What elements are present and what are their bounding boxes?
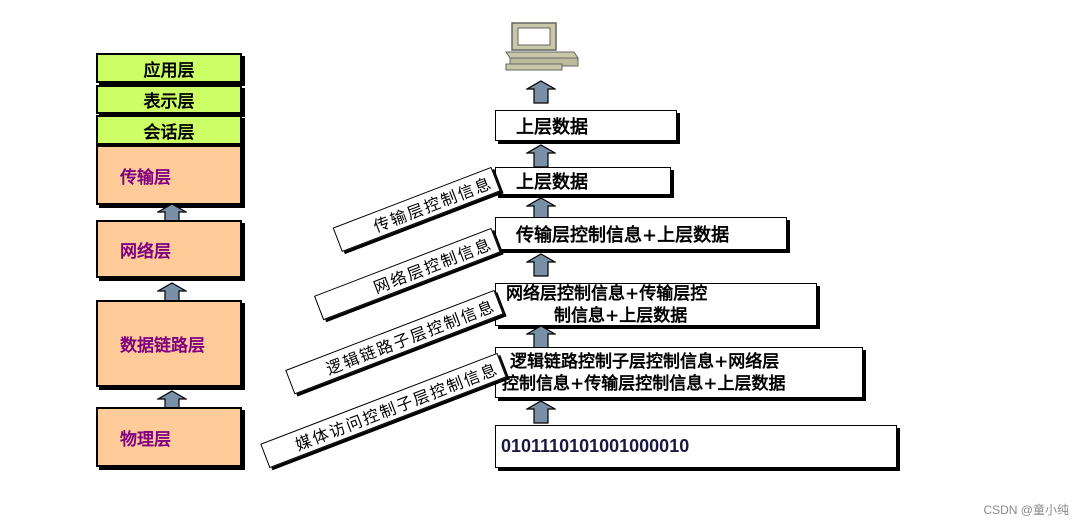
layer-data-link: 数据链路层 — [96, 300, 242, 387]
tag-text: 网络层控制信息 — [370, 234, 496, 298]
layer-label: 传输层 — [120, 167, 171, 188]
up-arrow-icon — [526, 80, 556, 104]
layer-label: 物理层 — [120, 429, 171, 450]
tag-text: 传输层控制信息 — [370, 173, 496, 237]
data-box-upper-data-1: 上层数据 — [495, 110, 677, 141]
layer-label: 网络层 — [120, 241, 171, 262]
layer-label: 应用层 — [143, 60, 195, 81]
data-box-bitstream: 0101110101001000010 — [495, 425, 897, 468]
data-box-text-line1: 网络层控制信息+传输层控 — [506, 283, 708, 304]
data-box-text-line2: 控制信息+传输层控制信息+上层数据 — [502, 373, 786, 394]
layer-session: 会话层 — [96, 115, 242, 145]
layer-application: 应用层 — [96, 53, 242, 83]
up-arrow-icon — [526, 400, 556, 424]
layer-label: 会话层 — [143, 122, 195, 143]
data-box-text-line2: 制信息+上层数据 — [554, 305, 688, 326]
layer-presentation: 表示层 — [96, 85, 242, 114]
data-box-text: 传输层控制信息+上层数据 — [516, 224, 730, 246]
data-box-network-packet: 网络层控制信息+传输层控 制信息+上层数据 — [495, 283, 817, 326]
data-box-text-line1: 逻辑链路控制子层控制信息+网络层 — [510, 351, 780, 372]
up-arrow-icon — [526, 325, 556, 349]
data-box-llc-frame: 逻辑链路控制子层控制信息+网络层 控制信息+传输层控制信息+上层数据 — [495, 347, 863, 398]
data-box-transport-segment: 传输层控制信息+上层数据 — [495, 217, 787, 250]
layer-label: 表示层 — [143, 92, 195, 112]
up-arrow-icon — [526, 253, 556, 277]
data-box-upper-data-2: 上层数据 — [495, 167, 671, 195]
computer-icon — [505, 22, 579, 71]
watermark: CSDN @童小纯 — [983, 503, 1069, 517]
data-box-text: 0101110101001000010 — [501, 436, 690, 456]
up-arrow-icon — [526, 144, 556, 168]
data-box-text: 上层数据 — [516, 116, 588, 138]
layer-physical: 物理层 — [96, 407, 242, 467]
layer-label: 数据链路层 — [120, 336, 205, 356]
data-box-text: 上层数据 — [516, 172, 588, 193]
layer-transport: 传输层 — [96, 145, 242, 205]
layer-network: 网络层 — [96, 220, 242, 278]
